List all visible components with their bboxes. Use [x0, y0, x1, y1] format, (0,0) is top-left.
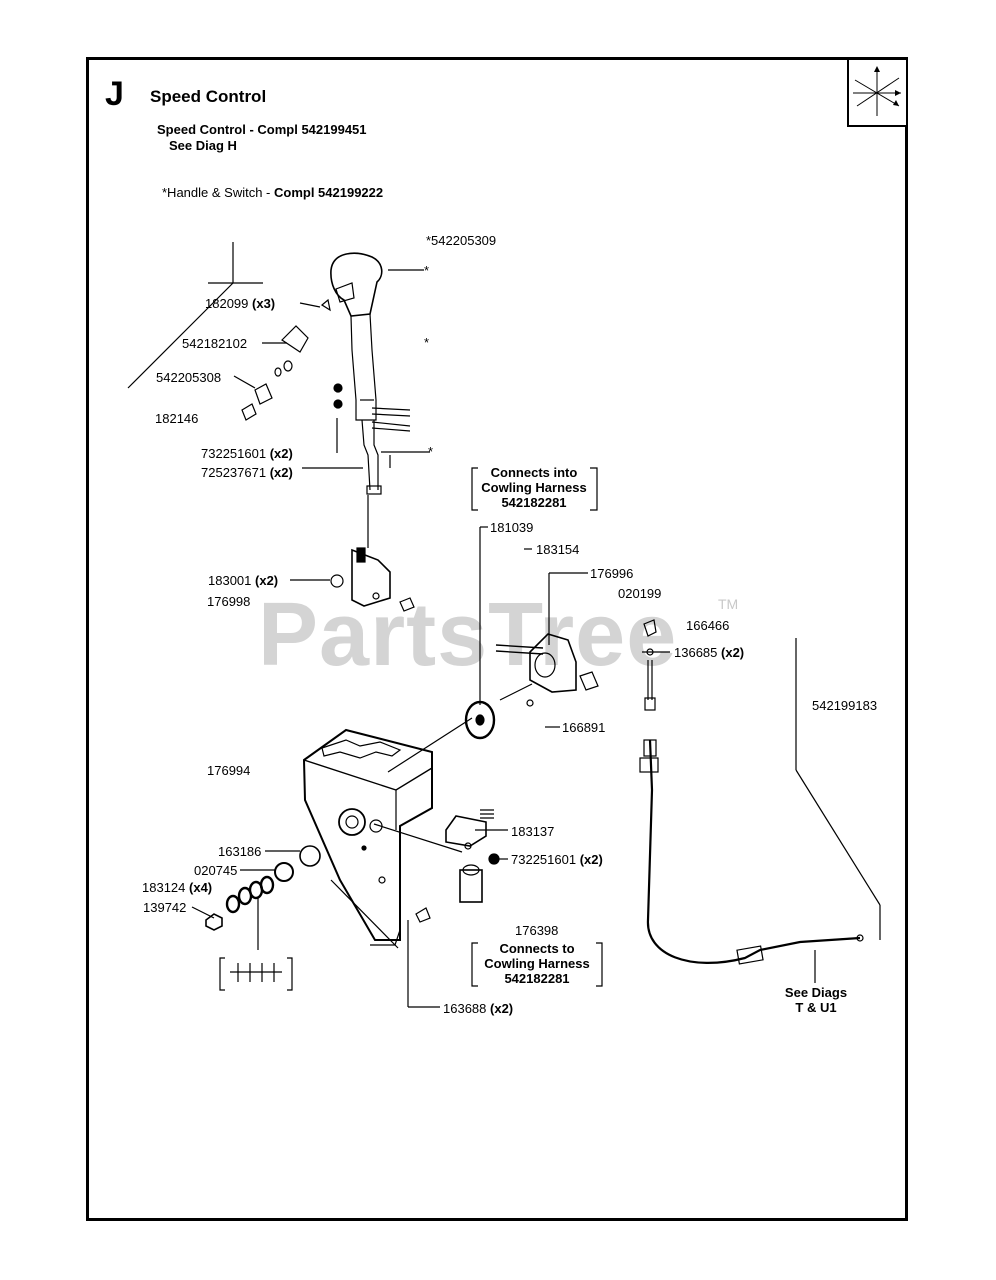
orientation-compass-icon [847, 58, 908, 127]
watermark-tm: TM [718, 596, 739, 612]
asterisk-marker: * [424, 263, 430, 278]
part-label-542205309: *542205309 [426, 233, 497, 248]
part-label-139742: 139742 [143, 900, 187, 915]
part-label-181039: 181039 [490, 520, 534, 535]
assembly-note-compl: Speed Control - Compl 542199451 [157, 122, 367, 137]
part-label-176994: 176994 [207, 763, 251, 778]
part-label-182099: 182099 (x3) [205, 296, 276, 311]
part-label-183001: 183001 (x2) [208, 573, 279, 588]
part-label-725237671: 725237671 (x2) [201, 465, 293, 480]
part-label-183137: 183137 [511, 824, 555, 839]
part-label-166466: 166466 [686, 618, 730, 633]
part-label-542199183: 542199183 [812, 698, 878, 713]
assembly-note-see-diag: See Diag H [169, 138, 237, 153]
section-title: Speed Control [150, 87, 267, 106]
handle-switch-note: *Handle & Switch - Compl 542199222 [162, 185, 383, 200]
part-label-166891: 166891 [562, 720, 606, 735]
part-label-176996: 176996 [590, 566, 634, 581]
handle-switch-compl: Compl 542199222 [274, 185, 384, 200]
part-label-176398: 176398 [515, 923, 559, 938]
part-label-176998: 176998 [207, 594, 251, 609]
part-label-183154: 183154 [536, 542, 580, 557]
part-label-182146: 182146 [155, 411, 199, 426]
diagram-frame [86, 57, 908, 1221]
watermark: PartsTree [258, 585, 678, 685]
part-label-163186: 163186 [218, 844, 262, 859]
asterisk-marker: * [428, 444, 434, 459]
section-letter: J [105, 75, 124, 113]
part-label-732251601-b: 732251601 (x2) [511, 852, 603, 867]
part-label-542205308: 542205308 [156, 370, 222, 385]
asterisk-marker: * [424, 335, 430, 350]
part-label-020745: 020745 [194, 863, 238, 878]
part-label-020199: 020199 [618, 586, 662, 601]
part-label-183124: 183124 (x4) [142, 880, 213, 895]
part-label-163688: 163688 (x2) [443, 1001, 514, 1016]
part-label-542182102: 542182102 [182, 336, 248, 351]
part-label-136685: 136685 (x2) [674, 645, 745, 660]
handle-switch-prefix: *Handle & Switch - [162, 185, 274, 200]
part-label-732251601: 732251601 (x2) [201, 446, 293, 461]
